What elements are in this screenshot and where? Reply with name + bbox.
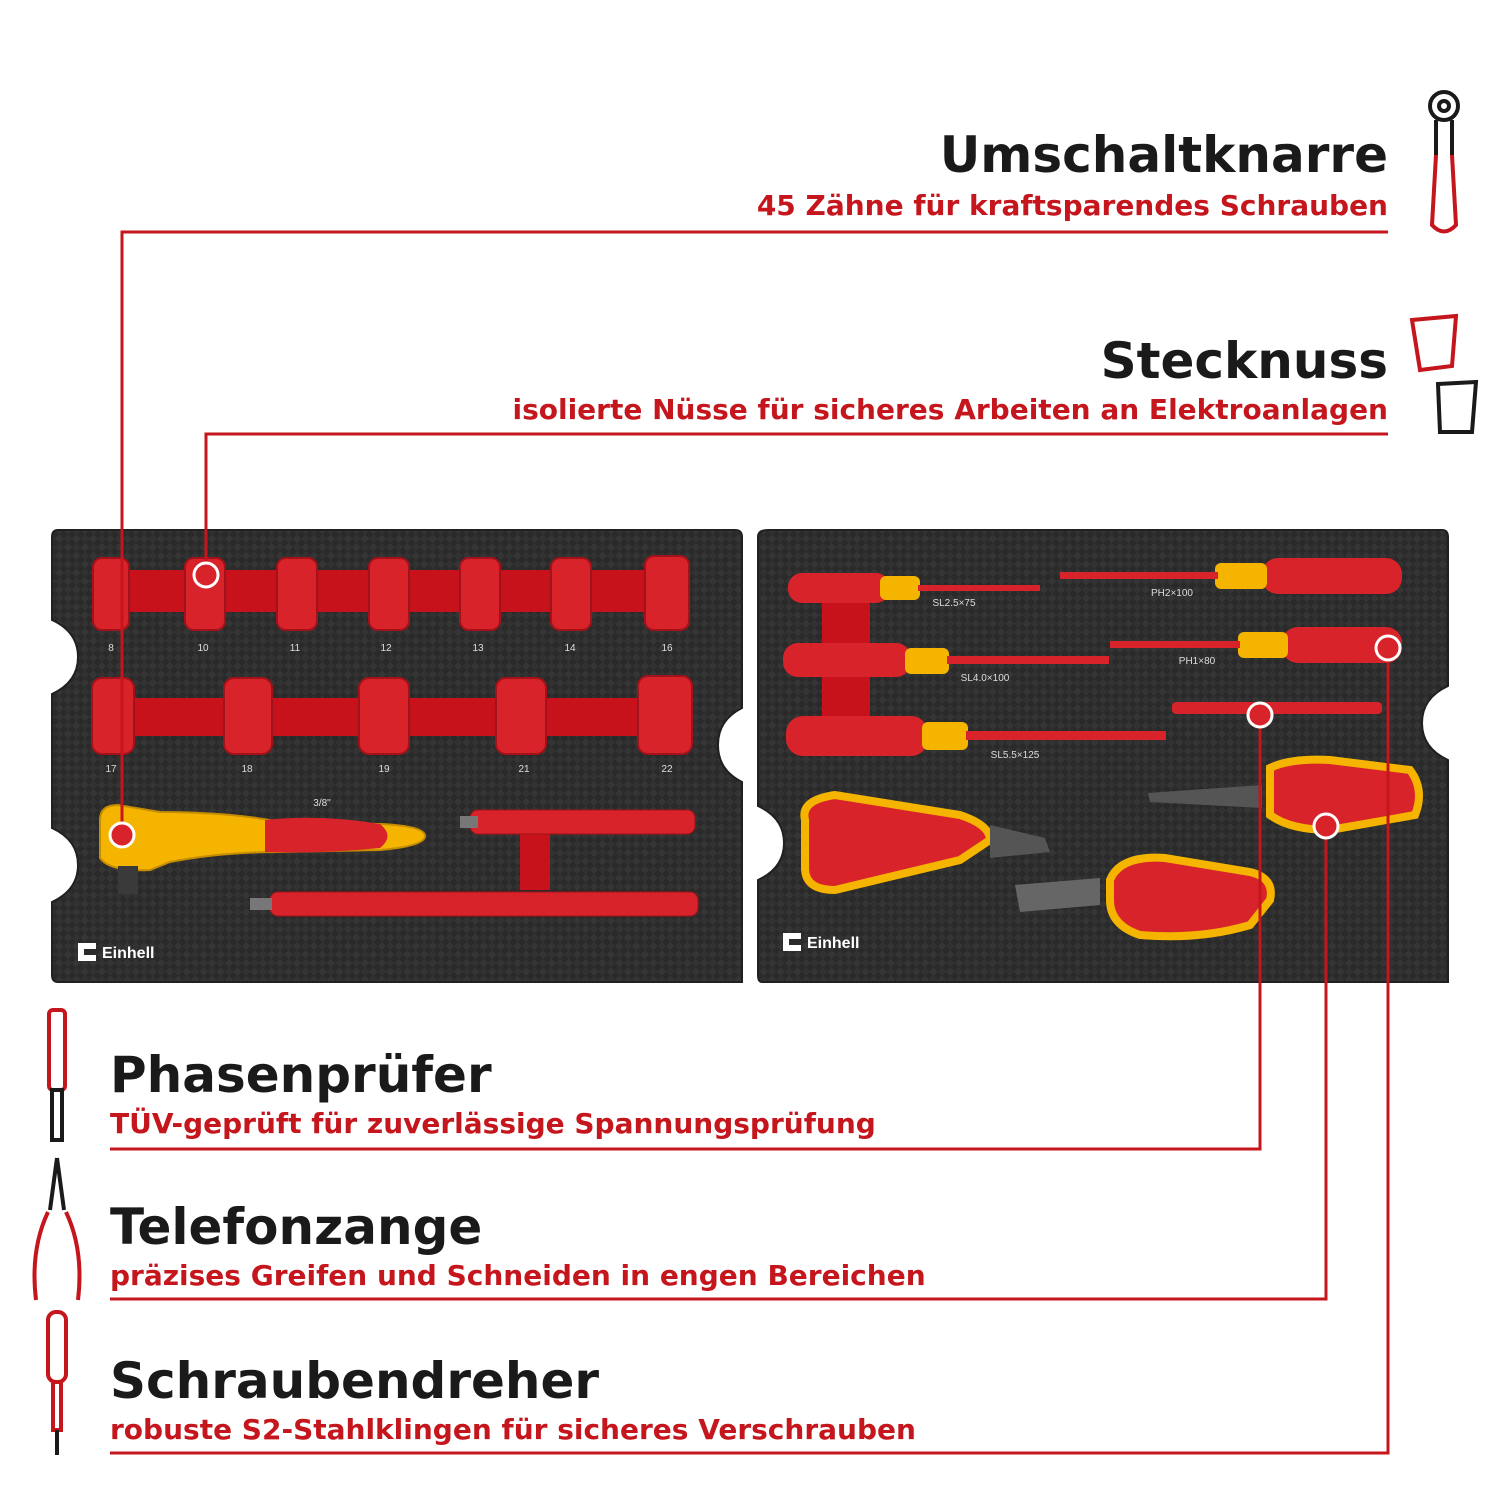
ratchet-icon xyxy=(1428,90,1460,234)
pliers-icon xyxy=(32,1157,82,1301)
marker-pliers xyxy=(1312,812,1340,840)
right-tray-brand-logo xyxy=(783,933,801,951)
screwdriver-title: Schraubendreher xyxy=(110,1352,600,1410)
left-tray-brand-logo xyxy=(78,943,96,961)
screwdriver-1 xyxy=(788,573,1040,603)
pliers-subtitle: präzises Greifen und Schneiden in engen … xyxy=(110,1259,926,1292)
tester-title: Phasenprüfer xyxy=(110,1046,492,1104)
telephone-pliers xyxy=(1148,755,1423,835)
tester-subtitle: TÜV-geprüft für zuverlässige Spannungspr… xyxy=(110,1107,876,1140)
socket-title: Stecknuss xyxy=(1100,332,1388,390)
socket-subtitle: isolierte Nüsse für sicheres Arbeiten an… xyxy=(512,393,1388,426)
pliers-title: Telefonzange xyxy=(110,1198,483,1256)
voltage-tester xyxy=(1172,702,1382,714)
ratchet-tool xyxy=(99,803,427,894)
socket-icon xyxy=(1409,313,1479,434)
socket-row-2 xyxy=(91,675,693,755)
marker-screwdriver xyxy=(1374,634,1402,662)
leader-screwdriver xyxy=(110,648,1390,1455)
voltage-tester-icon xyxy=(47,1008,67,1142)
leader-markers xyxy=(108,561,1402,849)
leader-tester xyxy=(110,715,1262,1151)
screwdriver-2 xyxy=(1060,558,1402,594)
leader-socket xyxy=(204,432,1388,575)
leader-pliers xyxy=(110,826,1328,1301)
screwdriver-subtitle: robuste S2-Stahlklingen für sicheres Ver… xyxy=(110,1413,916,1446)
extension-bars xyxy=(250,809,699,917)
marker-socket xyxy=(192,561,220,589)
ratchet-title: Umschaltknarre xyxy=(939,126,1388,184)
stripping-pliers xyxy=(1015,853,1275,941)
screwdriver-5 xyxy=(786,716,1166,756)
marker-ratchet xyxy=(108,821,136,849)
marker-tester xyxy=(1246,701,1274,729)
right-tray xyxy=(757,529,1449,983)
cutting-pliers xyxy=(800,790,1050,895)
screwdriver-4 xyxy=(1110,627,1402,663)
socket-row-1 xyxy=(92,555,690,631)
leader-ratchet xyxy=(120,230,1388,835)
ratchet-subtitle: 45 Zähne für kraftsparendes Schrauben xyxy=(756,189,1388,222)
left-tray xyxy=(51,529,743,983)
leader-lines xyxy=(110,230,1390,1455)
screwdriver-3 xyxy=(783,643,1109,677)
screwdriver-icon xyxy=(46,1310,68,1455)
